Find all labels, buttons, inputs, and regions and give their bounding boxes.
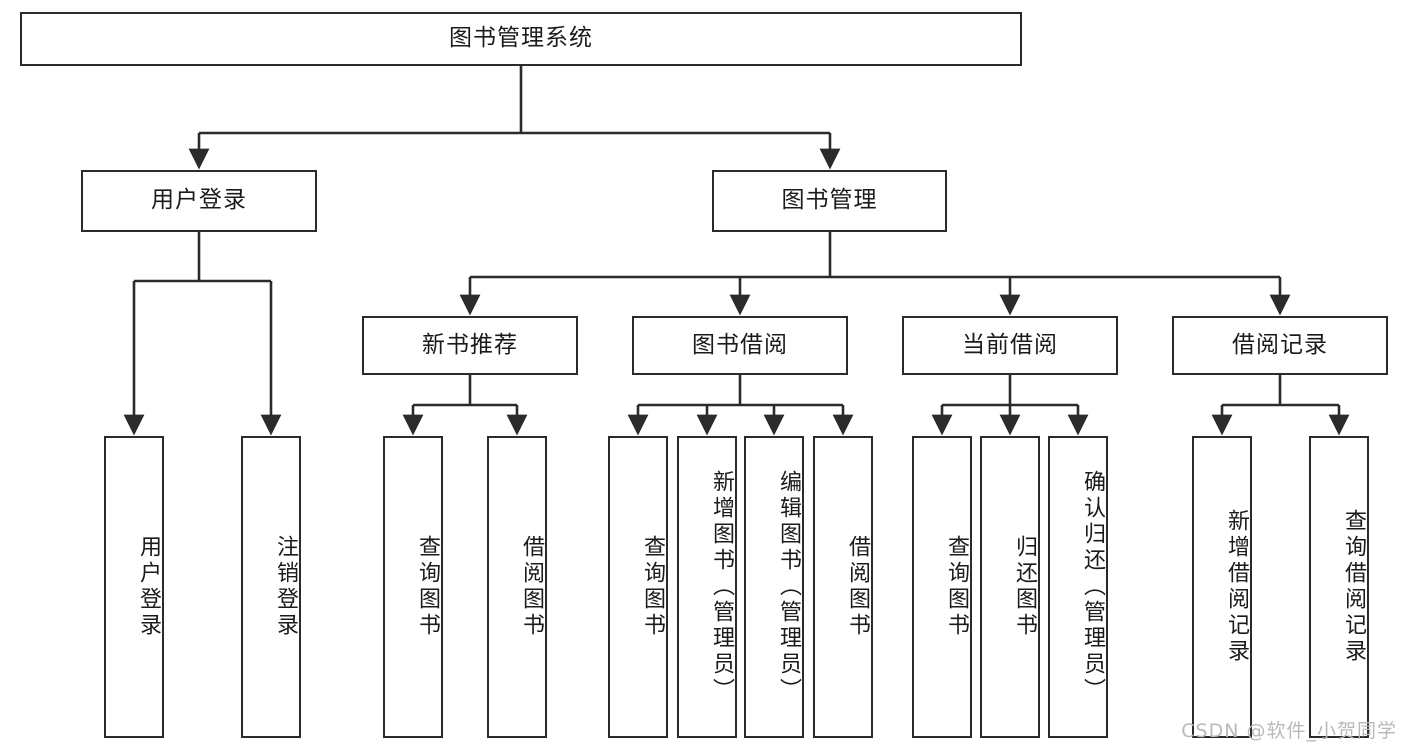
- node-label: 借阅图书: [519, 535, 544, 639]
- watermark-text: CSDN @软件_小贺同学: [1181, 720, 1397, 742]
- node-user-login[interactable]: 用户登录: [81, 170, 317, 232]
- node-label: 新增图书（管理员）: [709, 470, 734, 704]
- node-book-management[interactable]: 图书管理: [712, 170, 947, 232]
- node-current-borrow[interactable]: 当前借阅: [902, 316, 1118, 375]
- node-label: 查询借阅记录: [1341, 509, 1366, 665]
- node-label: 查询图书: [640, 535, 665, 639]
- node-label: 当前借阅: [962, 331, 1058, 358]
- node-label: 确认归还（管理员）: [1080, 470, 1105, 704]
- node-borrow-record[interactable]: 借阅记录: [1172, 316, 1388, 375]
- node-label: 图书管理系统: [449, 25, 593, 52]
- node-label: 注销登录: [273, 535, 298, 639]
- node-label: 查询图书: [944, 535, 969, 639]
- leaf-borrow-record-query-record[interactable]: 查询借阅记录: [1309, 436, 1369, 738]
- node-label: 用户登录: [136, 535, 161, 639]
- node-label: 编辑图书（管理员）: [776, 470, 801, 704]
- leaf-book-borrow-query-book[interactable]: 查询图书: [608, 436, 668, 738]
- node-new-book-recommend[interactable]: 新书推荐: [362, 316, 578, 375]
- node-label: 用户登录: [151, 187, 247, 214]
- node-label: 借阅记录: [1232, 331, 1328, 358]
- node-label: 查询图书: [415, 535, 440, 639]
- leaf-new-book-query-book[interactable]: 查询图书: [383, 436, 443, 738]
- leaf-book-borrow-borrow-book[interactable]: 借阅图书: [813, 436, 873, 738]
- leaf-book-borrow-edit-book-admin[interactable]: 编辑图书（管理员）: [744, 436, 804, 738]
- leaf-user-login-login[interactable]: 用户登录: [104, 436, 164, 738]
- leaf-current-borrow-return-book[interactable]: 归还图书: [980, 436, 1040, 738]
- node-label: 新增借阅记录: [1224, 509, 1249, 665]
- leaf-new-book-borrow-book[interactable]: 借阅图书: [487, 436, 547, 738]
- leaf-user-login-logout[interactable]: 注销登录: [241, 436, 301, 738]
- leaf-book-borrow-add-book-admin[interactable]: 新增图书（管理员）: [677, 436, 737, 738]
- leaf-current-borrow-confirm-return-admin[interactable]: 确认归还（管理员）: [1048, 436, 1108, 738]
- node-root-book-management-system[interactable]: 图书管理系统: [20, 12, 1022, 66]
- node-label: 归还图书: [1012, 535, 1037, 639]
- node-label: 新书推荐: [422, 331, 518, 358]
- node-label: 图书借阅: [692, 331, 788, 358]
- node-label: 图书管理: [781, 187, 878, 214]
- leaf-borrow-record-add-record[interactable]: 新增借阅记录: [1192, 436, 1252, 738]
- node-label: 借阅图书: [845, 535, 870, 639]
- node-book-borrow[interactable]: 图书借阅: [632, 316, 848, 375]
- leaf-current-borrow-query-book[interactable]: 查询图书: [912, 436, 972, 738]
